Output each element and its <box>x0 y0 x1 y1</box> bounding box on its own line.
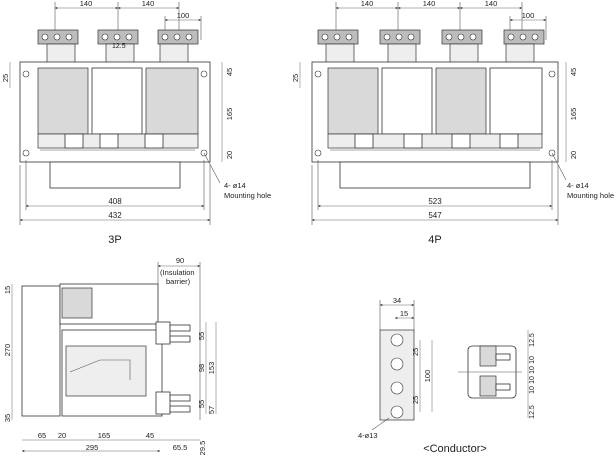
base-3p <box>49 161 181 189</box>
base-4p <box>339 161 531 189</box>
dim-4p-547-label: 547 <box>428 211 442 220</box>
dim-cond-10b-label: 10 <box>529 366 536 374</box>
mount-hole-4p-tl <box>314 70 322 78</box>
dim-side-165-label: 165 <box>98 431 111 440</box>
dim-side-20-label: 20 <box>58 431 66 440</box>
dim-3p-100-label: 100 <box>177 11 190 20</box>
dim-cond-25b-label: 25 <box>411 396 420 404</box>
dim-4p-140a-label: 140 <box>361 0 374 8</box>
mount-hole-4p-bl <box>314 149 322 157</box>
view-4p: 140 140 140 100 <box>291 0 614 246</box>
view-title-4p: 4P <box>428 234 441 246</box>
dim-cond-10d-label: 10 <box>529 386 536 394</box>
dim-cond-125b-label: 12.5 <box>529 405 536 419</box>
dim-3p-165-label: 165 <box>225 108 234 121</box>
dim-side-295b-label: 29.5 <box>198 441 207 456</box>
mount-hole-3p-tl <box>22 70 30 78</box>
dim-side-153-label: 153 <box>207 362 216 375</box>
terminal-3p-2 <box>97 29 139 65</box>
dim-3p-408-label: 408 <box>108 197 122 206</box>
barrier-note-1: (Insulation <box>160 268 195 277</box>
dim-cond-100-label: 100 <box>423 370 432 383</box>
dim-3p-140a-label: 140 <box>80 0 93 8</box>
coil-4p-2 <box>381 67 433 135</box>
terminal-3p-1 <box>37 29 79 65</box>
coil-4p-3 <box>435 67 487 135</box>
mount-hole-3p-tr <box>200 70 208 78</box>
conductor-hole-note: 4-ø13 <box>358 431 378 440</box>
terminal-4p-2 <box>379 29 421 65</box>
view-side: 90 (Insulation barrier) 15 270 35 55 98 … <box>3 256 217 456</box>
dim-side-98-label: 98 <box>197 364 206 372</box>
dim-side-55a-label: 55 <box>197 332 206 340</box>
view-conductor: 34 15 25 100 25 4-ø13 12.5 10 10 10 10 1… <box>358 296 536 455</box>
mounting-note-4p: 4- ø14 <box>567 181 589 190</box>
view-3p: 140 140 100 12.5 <box>1 0 271 246</box>
dim-cond-10c-label: 10 <box>529 376 536 384</box>
dim-cond-15-label: 15 <box>400 309 408 318</box>
mount-hole-4p-tr <box>548 70 556 78</box>
side-mount-plate <box>21 285 61 417</box>
dim-side-35-label: 35 <box>3 414 12 422</box>
dim-3p-432-label: 432 <box>108 211 122 220</box>
dim-cond-34-label: 34 <box>393 296 401 305</box>
coil-3p-1 <box>37 67 89 135</box>
dim-3p-20-label: 20 <box>225 151 234 159</box>
dim-4p-140c-label: 140 <box>485 0 498 8</box>
dim-cond-25a-label: 25 <box>411 348 420 356</box>
dim-3p-125-label: 12.5 <box>112 43 126 50</box>
coil-4p-1 <box>327 67 379 135</box>
dim-4p-100-label: 100 <box>522 11 535 20</box>
dim-cond-125a-label: 12.5 <box>529 333 536 347</box>
dim-side-55b-label: 55 <box>197 400 206 408</box>
dim-side-45-label: 45 <box>146 431 154 440</box>
coil-4p-4 <box>489 67 543 135</box>
dim-side-655-label: 65.5 <box>173 443 188 452</box>
coil-3p-3 <box>145 67 199 135</box>
mount-hole-3p-bl <box>22 149 30 157</box>
coil-3p-2 <box>91 67 143 135</box>
dim-side-65-label: 65 <box>38 431 46 440</box>
mounting-note-3p: 4- ø14 <box>224 181 246 190</box>
view-title-3p: 3P <box>108 234 121 246</box>
terminal-4p-4 <box>503 29 545 65</box>
dim-side-57-label: 57 <box>207 406 216 414</box>
mounting-label-3p: Mounting hole <box>224 191 271 200</box>
dim-3p-45-label: 45 <box>225 68 234 76</box>
dim-4p-523-label: 523 <box>428 197 442 206</box>
dim-side-295-label: 295 <box>86 443 99 452</box>
dim-cond-10a-label: 10 <box>529 356 536 364</box>
dim-side-15-label: 15 <box>3 286 12 294</box>
terminal-4p-3 <box>441 29 483 65</box>
barrier-note-2: barrier) <box>166 277 191 286</box>
dim-4p-45-label: 45 <box>569 68 578 76</box>
view-title-conductor: <Conductor> <box>423 443 487 455</box>
dim-3p-25-label: 25 <box>1 74 10 82</box>
dim-side-270-label: 270 <box>3 344 12 357</box>
dim-4p-140b-label: 140 <box>423 0 436 8</box>
dim-4p-165-label: 165 <box>569 108 578 121</box>
dim-4p-20-label: 20 <box>569 151 578 159</box>
dim-4p-25-label: 25 <box>291 74 300 82</box>
dim-side-90-label: 90 <box>176 256 184 265</box>
terminal-3p-3 <box>157 29 199 65</box>
dim-3p-140b-label: 140 <box>142 0 155 8</box>
terminal-4p-1 <box>317 29 359 65</box>
mounting-label-4p: Mounting hole <box>567 191 614 200</box>
